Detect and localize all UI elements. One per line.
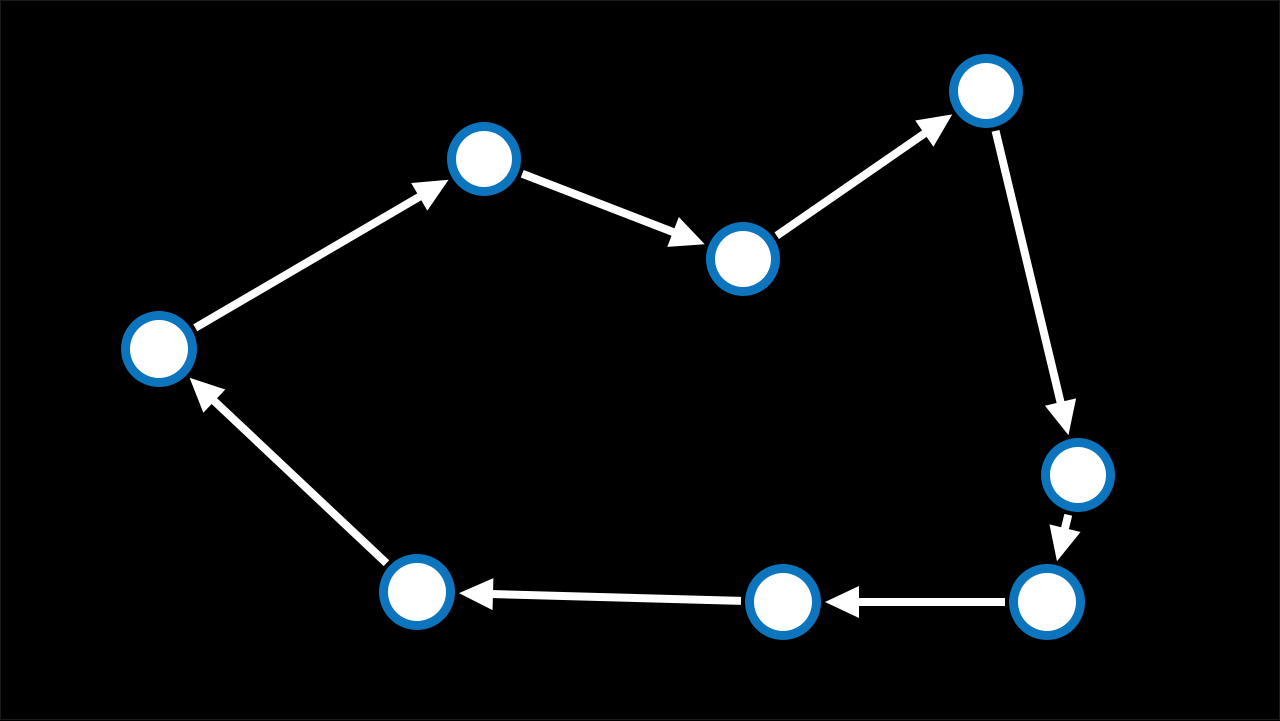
graph-node-b[interactable]	[447, 122, 521, 196]
node-core	[456, 131, 512, 187]
graph-edge-h-a	[210, 396, 390, 567]
graph-node-e[interactable]	[1041, 438, 1115, 512]
arrowhead-icon-b-c	[667, 217, 705, 247]
graph-edge-e-f	[1060, 513, 1073, 532]
arrowhead-icon-f-g	[825, 586, 859, 618]
node-core	[715, 231, 771, 287]
graph-edge-b-c	[520, 170, 677, 237]
graph-node-d[interactable]	[949, 54, 1023, 128]
graph-edge-g-h	[490, 590, 742, 605]
node-core	[1050, 447, 1106, 503]
node-core	[130, 320, 188, 378]
arrowhead-icon-g-h	[458, 578, 494, 611]
node-core	[958, 63, 1014, 119]
node-layer	[121, 54, 1115, 640]
node-core	[754, 573, 812, 631]
edge-layer	[189, 114, 1081, 618]
graph-node-c[interactable]	[706, 222, 780, 296]
arrowhead-icon-h-a	[189, 377, 226, 413]
graph-node-h[interactable]	[379, 554, 455, 630]
node-core	[388, 563, 446, 621]
graph-node-f[interactable]	[1009, 564, 1085, 640]
node-core	[1018, 573, 1076, 631]
graph-edge-d-e	[991, 129, 1065, 405]
graph-node-g[interactable]	[745, 564, 821, 640]
graph-edge-a-b	[193, 192, 423, 332]
arrowhead-icon-e-f	[1049, 524, 1081, 562]
graph-node-a[interactable]	[121, 311, 197, 387]
arrowhead-icon-a-b	[411, 179, 449, 211]
graph-edge-c-d	[774, 129, 929, 239]
arrowhead-icon-c-d	[915, 114, 953, 147]
arrowhead-icon-d-e	[1044, 398, 1077, 436]
